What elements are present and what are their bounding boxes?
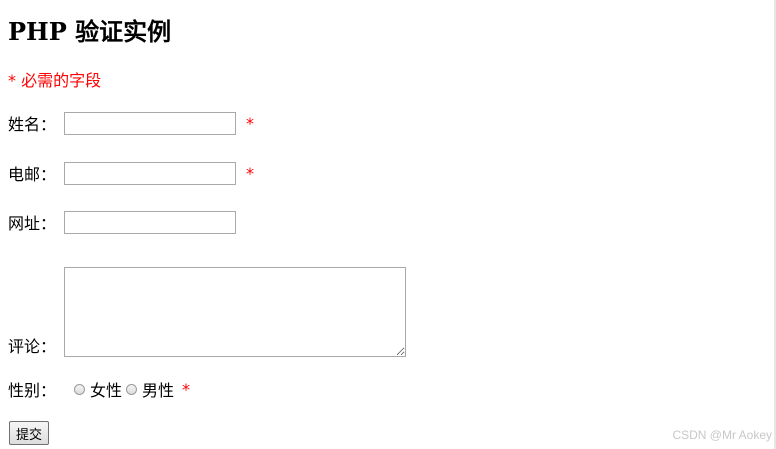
website-input[interactable] [64,210,236,234]
name-input[interactable] [64,111,236,135]
submit-button[interactable]: 提交 [9,421,50,445]
comment-row: 评论： [8,259,406,357]
page-title: PHP 验证实例 [8,17,172,46]
female-label: 女性 [90,381,123,400]
gender-row: 性别： 女性 男性 * [8,377,190,401]
email-row: 电邮： * [8,160,254,186]
email-input[interactable] [64,161,236,185]
female-radio[interactable] [74,383,85,395]
gender-label: 性别： [8,381,57,400]
email-label: 电邮： [8,165,57,184]
name-required-mark: * [246,113,254,133]
website-row: 网址： [8,209,236,235]
gender-option-female[interactable]: 女性 [74,377,122,401]
required-field-note: * 必需的字段 [8,71,102,90]
website-label: 网址： [8,214,57,233]
scrollbar-edge [774,0,776,449]
name-label: 姓名： [8,115,57,134]
gender-option-male[interactable]: 男性 [126,377,174,401]
comment-label: 评论： [8,337,57,356]
male-radio[interactable] [126,383,138,395]
comment-textarea[interactable] [64,267,406,357]
watermark: CSDN @Mr Aokey [672,428,772,442]
gender-required-mark: * [182,379,191,399]
male-label: 男性 [142,381,175,400]
name-row: 姓名： * [8,110,254,136]
email-required-mark: * [246,163,254,183]
